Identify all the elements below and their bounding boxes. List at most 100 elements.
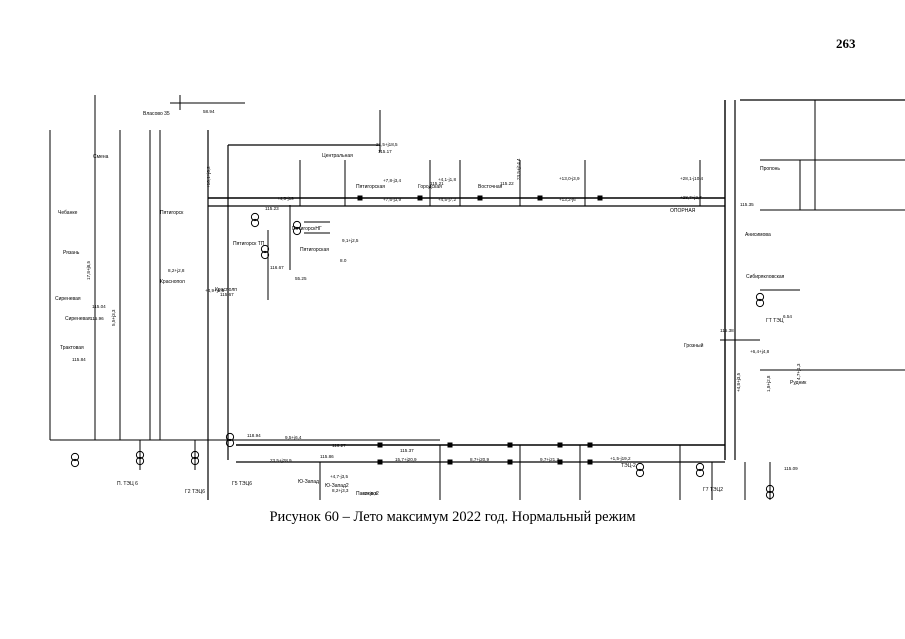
node-label-pyatigorsk_tp: Пятигорск ТП — [233, 241, 265, 247]
voltage-value: 115.04 — [92, 304, 106, 309]
node-label-g7_tec2: Г7 ТЭЦ2 — [703, 487, 723, 493]
voltage-value: 116.27 — [332, 443, 346, 448]
flow-value: +28,1-j10,4 — [680, 176, 704, 181]
flow-value: 8,2+j2,8 — [168, 268, 185, 273]
node-label-pyatigorskaya: Пятигорская — [356, 184, 385, 190]
breaker-icon — [377, 459, 383, 465]
breaker-icon — [587, 442, 593, 448]
voltage-value: 115.67 — [220, 292, 234, 297]
flow-value: +4,5-j7,2 — [438, 197, 456, 202]
flow-value: 17,8+j8,5 — [86, 261, 91, 280]
flow-value: +4,8+j3,5 — [736, 372, 741, 392]
sibiryak-transformer — [755, 292, 765, 302]
node-label-ryazan: Рязань — [63, 250, 80, 256]
voltage-value: 118.94 — [247, 433, 261, 438]
g7-tec2-transformer — [695, 468, 705, 478]
breaker-icon — [377, 442, 383, 448]
flow-value: 9,5+j6,4 — [285, 435, 302, 440]
node-label-p_tec6: П. ТЭЦ 6 — [117, 481, 138, 487]
flow-value: +16,1+j6,2 — [206, 166, 211, 188]
voltage-value: 115.17 — [378, 149, 392, 154]
tec6-transformer — [225, 432, 235, 442]
pyatigorsk-tp-transformer — [260, 244, 270, 254]
node-label-sirenevaya: Сиреневая — [55, 296, 81, 302]
voltage-value: 8.0 — [340, 258, 347, 263]
g7-tec2-transformer — [695, 462, 705, 472]
voltage-value: 115.09 — [784, 466, 798, 471]
flow-value: +3+j5,8 — [362, 491, 378, 496]
breaker-icon — [507, 459, 513, 465]
pyatigorsk-transformer — [250, 218, 260, 228]
flow-value: +4,5-j19 — [277, 196, 294, 201]
node-label-vlaskovka: Власово 35 — [143, 111, 170, 117]
flow-value: 23,5+j14,4 — [516, 158, 521, 180]
tec2-transformer — [635, 462, 645, 472]
node-label-pyatigorsk_ngp: Пятигорская — [300, 247, 329, 253]
node-label-chebuarkul: Чебанке — [58, 210, 78, 216]
breaker-icon — [477, 195, 483, 201]
node-label-centralnaya: Центральная — [322, 153, 353, 159]
pyatigorsk-transformer — [250, 212, 260, 222]
flow-value: 8,2+j3,3 — [332, 488, 349, 493]
node-label-smena: Смена — [93, 154, 109, 160]
p-transformer — [70, 452, 80, 462]
breaker-icon — [447, 459, 453, 465]
p-transformer — [70, 458, 80, 468]
voltage-value: 115.96 — [90, 316, 104, 321]
node-label-grozny: Грозный — [684, 342, 704, 349]
flow-value: +6,4+j4,8 — [750, 349, 770, 354]
p-tec6-transformer — [135, 450, 145, 460]
node-label-zapad2: Ю-Запад2 — [325, 483, 349, 489]
voltage-value: 115.86 — [320, 454, 334, 459]
node-label-gorodskaya: Городская — [418, 184, 442, 190]
node-label-tec2: ТЭЦ-2 — [621, 463, 636, 469]
flow-value: +4,7-j3,5 — [330, 474, 348, 479]
node-label-traktovaya: Трактовая — [60, 345, 84, 351]
breaker-icon — [557, 442, 563, 448]
flow-value: +7,6-j3,9 — [383, 197, 401, 202]
node-label-krasnaya: Краснопол — [160, 279, 185, 285]
flow-value: +7,8-j3,4 — [383, 178, 401, 183]
node-label-vostochnaya: Восточная — [478, 184, 503, 190]
voltage-value: 115.22 — [500, 181, 514, 186]
figure-caption: Рисунок 60 – Лето максимум 2022 год. Нор… — [269, 509, 636, 525]
sibiryak-transformer — [755, 298, 765, 308]
breaker-icon — [417, 195, 423, 201]
voltage-value: 58.94 — [203, 109, 215, 114]
pyatigorsk-ng-transformer — [292, 220, 302, 230]
voltage-value: 115.23 — [265, 206, 279, 211]
node-label-sirenevaya2: Сиреневая — [65, 316, 91, 322]
node-label-rudnik: Рудник — [790, 380, 807, 386]
flow-value: +13,2-j6 — [559, 197, 576, 202]
page-number: 263 — [836, 36, 856, 51]
node-label-opornaya: ОПОРНАЯ — [670, 208, 696, 214]
flow-value: +1,5-j19,2 — [610, 456, 631, 461]
voltage-value: 6.54 — [783, 314, 792, 319]
breaker-icon — [537, 195, 543, 201]
node-label-gt_tec: ГТ ТЭЦ — [766, 318, 784, 324]
voltage-value: 115.21 — [430, 181, 444, 186]
breaker-icon — [357, 195, 363, 201]
voltage-value: 115.84 — [72, 357, 86, 362]
node-label-protva: Пропонь — [760, 166, 780, 172]
flow-value: 5,5+j3,3 — [111, 309, 116, 326]
gt-transformer — [765, 490, 775, 500]
flow-value: 15,7+j20,9 — [395, 457, 417, 462]
breaker-icon — [587, 459, 593, 465]
flow-value: 1,8+j2,8 — [766, 375, 771, 392]
node-label-g5_tec6: Г5 ТЭЦ6 — [232, 481, 252, 487]
g2-tec6-transformer — [190, 450, 200, 460]
flow-value: +28,7+j2,7 — [680, 195, 702, 200]
gt-transformer — [765, 484, 775, 494]
pyatigorsk-tp-transformer — [260, 250, 270, 260]
breaker-icon — [557, 459, 563, 465]
flow-value: +4,1-j1,8 — [438, 177, 456, 182]
voltage-value: 55.25 — [295, 276, 307, 281]
flow-value: 9,1+j2,5 — [342, 238, 359, 243]
voltage-value: 116.67 — [270, 265, 284, 270]
voltage-value: 115.37 — [400, 448, 414, 453]
voltage-value: 115.35 — [740, 202, 754, 207]
node-label-anisimova: Анисимова — [745, 232, 771, 238]
flow-value: +13,0-j3,9 — [559, 176, 580, 181]
